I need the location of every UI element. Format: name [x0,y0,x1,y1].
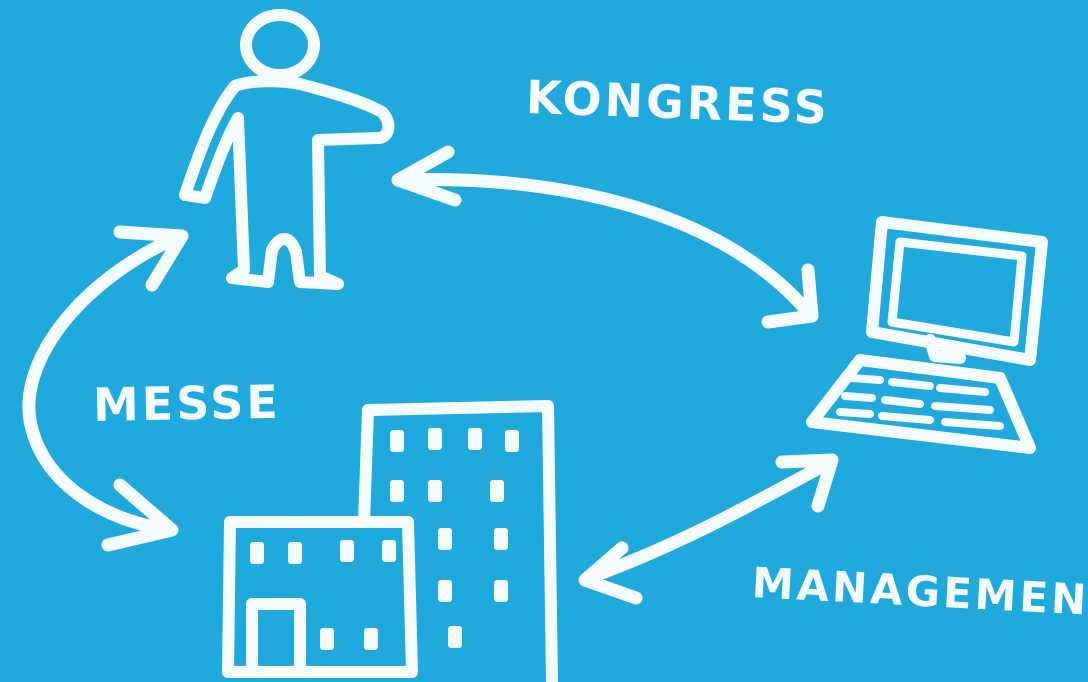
arrow-management [578,453,839,605]
building-icon [222,400,558,682]
arrow-messe [22,225,189,552]
person-icon [179,9,395,290]
messe-label: MESSE [92,374,282,432]
kongress-label: KONGRESS [525,70,831,135]
arrow-kongress [391,145,819,329]
building-windows [250,428,519,650]
computer-icon [806,216,1048,454]
